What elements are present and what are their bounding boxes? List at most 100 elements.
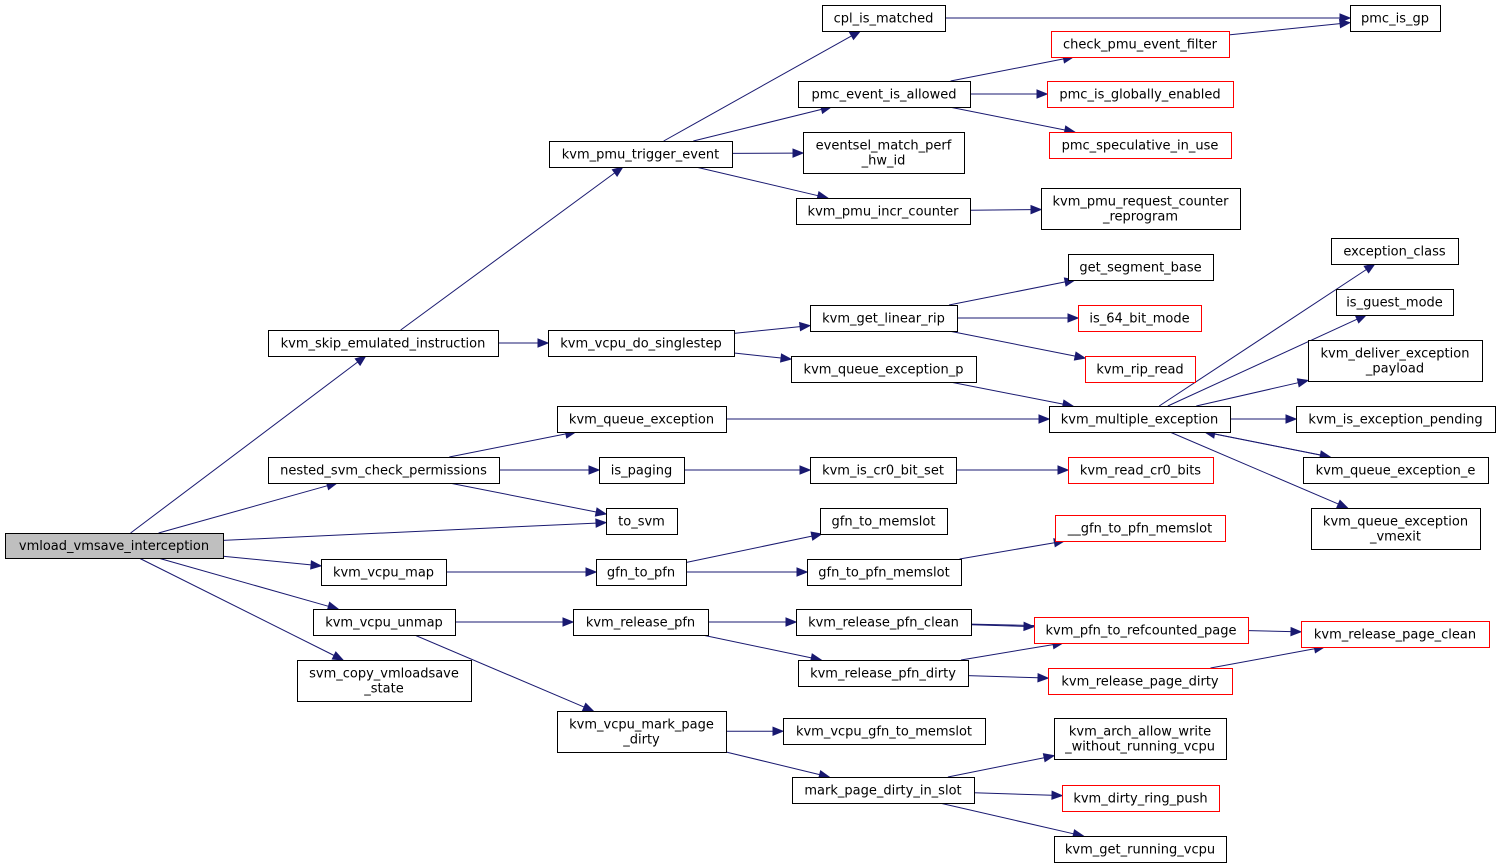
node-kvm-vcpu-mark-page-dirty[interactable]: kvm_vcpu_mark_page_dirty bbox=[557, 711, 727, 753]
node-svm-copy-vmloadsave-state[interactable]: svm_copy_vmloadsave_state bbox=[297, 660, 472, 702]
node-gfn-to-pfn-memslot[interactable]: gfn_to_pfn_memslot bbox=[807, 559, 962, 586]
node-vmload-vmsave-interception[interactable]: vmload_vmsave_interception bbox=[5, 533, 224, 559]
node-kvm-skip-emulated-instruction[interactable]: kvm_skip_emulated_instruction bbox=[268, 330, 499, 357]
node-box-kvm-rip-read bbox=[1085, 356, 1196, 383]
node-is-64-bit-mode[interactable]: is_64_bit_mode bbox=[1078, 305, 1202, 332]
node-box-mark-page-dirty-in-slot bbox=[792, 777, 975, 804]
node-exception-class[interactable]: exception_class bbox=[1331, 238, 1459, 265]
node-label-kvm-pmu-incr-counter: kvm_pmu_incr_counter bbox=[808, 205, 960, 220]
edge-nested-svm-check-permissions-to-kvm-queue-exception bbox=[449, 433, 566, 458]
node-box-kvm-queue-exception-e bbox=[1303, 457, 1489, 484]
node-gfn-to-pfn[interactable]: gfn_to_pfn bbox=[596, 559, 687, 586]
node-box-pmc-event-is-allowed bbox=[798, 81, 971, 108]
node-kvm-rip-read[interactable]: kvm_rip_read bbox=[1085, 356, 1196, 383]
edge-check-pmu-event-filter-to-pmc-is-gp bbox=[1228, 23, 1341, 36]
node-kvm-deliver-exception-payload[interactable]: kvm_deliver_exception_payload bbox=[1308, 340, 1483, 382]
arrowhead-is-guest-mode bbox=[1354, 314, 1368, 324]
node-kvm-read-cr0-bits[interactable]: kvm_read_cr0_bits bbox=[1068, 457, 1214, 484]
node-kvm-release-pfn[interactable]: kvm_release_pfn bbox=[573, 609, 709, 636]
node-label-kvm-dirty-ring-push: kvm_dirty_ring_push bbox=[1073, 792, 1207, 807]
arrowhead-kvm-vcpu-mark-page-dirty bbox=[581, 702, 595, 712]
node-kvm-get-running-vcpu[interactable]: kvm_get_running_vcpu bbox=[1054, 836, 1227, 863]
node-box-kvm-get-running-vcpu bbox=[1054, 836, 1227, 863]
node-kvm-pfn-to-refcounted-page[interactable]: kvm_pfn_to_refcounted_page bbox=[1034, 617, 1249, 644]
node-label-pmc-event-is-allowed: pmc_event_is_allowed bbox=[812, 88, 957, 103]
node-label-kvm-release-page-dirty: kvm_release_page_dirty bbox=[1061, 675, 1219, 690]
node-box-pmc-is-gp bbox=[1350, 5, 1441, 32]
node-get-segment-base[interactable]: get_segment_base bbox=[1068, 254, 1214, 281]
node-label-kvm-release-pfn-dirty: kvm_release_pfn_dirty bbox=[810, 667, 956, 682]
node-kvm-multiple-exception[interactable]: kvm_multiple_exception bbox=[1049, 406, 1231, 433]
node-label-kvm-vcpu-do-singlestep: kvm_vcpu_do_singlestep bbox=[560, 337, 722, 352]
node-label-eventsel-match-perf-hw-id-line-1: eventsel_match_perf bbox=[816, 139, 952, 154]
edge-pmc-event-is-allowed-to-check-pmu-event-filter bbox=[950, 58, 1064, 82]
node-kvm-vcpu-unmap[interactable]: kvm_vcpu_unmap bbox=[313, 609, 456, 636]
node-eventsel-match-perf-hw-id[interactable]: eventsel_match_perf_hw_id bbox=[803, 132, 965, 174]
node-is-paging[interactable]: is_paging bbox=[599, 457, 685, 484]
node-box-kvm-pfn-to-refcounted-page bbox=[1034, 617, 1249, 644]
node-kvm-vcpu-map[interactable]: kvm_vcpu_map bbox=[321, 559, 447, 586]
node-kvm-vcpu-do-singlestep[interactable]: kvm_vcpu_do_singlestep bbox=[548, 330, 735, 357]
arrowhead-kvm-is-exception-pending bbox=[1285, 414, 1298, 424]
node-kvm-is-cr0-bit-set[interactable]: kvm_is_cr0_bit_set bbox=[810, 457, 957, 484]
edge-kvm-pmu-trigger-event-to-kvm-pmu-incr-counter bbox=[695, 166, 819, 197]
node-kvm-dirty-ring-push[interactable]: kvm_dirty_ring_push bbox=[1062, 785, 1220, 812]
node-kvm-vcpu-gfn-to-memslot[interactable]: kvm_vcpu_gfn_to_memslot bbox=[783, 718, 986, 745]
node-gfn-to-memslot[interactable]: gfn_to_memslot bbox=[820, 508, 948, 535]
node-box-kvm-vcpu-gfn-to-memslot bbox=[783, 718, 986, 745]
edge-gfn-to-pfn-to-gfn-to-memslot bbox=[685, 535, 813, 563]
node-label-get-segment-base: get_segment_base bbox=[1079, 261, 1201, 276]
node-box-kvm-vcpu-mark-page-dirty bbox=[557, 711, 727, 753]
edge-kvm-release-pfn-clean-to-kvm-pfn-to-refcounted-page bbox=[970, 624, 1025, 627]
node-kvm-release-page-clean[interactable]: kvm_release_page_clean bbox=[1301, 621, 1490, 648]
node-check-pmu-event-filter[interactable]: check_pmu_event_filter bbox=[1051, 31, 1230, 58]
node-is-guest-mode[interactable]: is_guest_mode bbox=[1336, 289, 1454, 316]
node-kvm-pmu-incr-counter[interactable]: kvm_pmu_incr_counter bbox=[796, 198, 971, 225]
node-box-kvm-read-cr0-bits bbox=[1068, 457, 1214, 484]
arrowhead-svm-copy-vmloadsave-state bbox=[331, 651, 345, 661]
node-label-to-svm: to_svm bbox=[618, 515, 665, 530]
node-kvm-pmu-request-counter-reprogram[interactable]: kvm_pmu_request_counter_reprogram bbox=[1041, 188, 1241, 230]
node-label-kvm-queue-exception-vmexit-line-1: kvm_queue_exception bbox=[1323, 515, 1468, 530]
node-label-nested-svm-check-permissions: nested_svm_check_permissions bbox=[280, 464, 487, 479]
node-box-kvm-release-pfn-clean bbox=[796, 609, 972, 636]
node-box-kvm-queue-exception-vmexit bbox=[1311, 508, 1481, 550]
node-label-kvm-is-cr0-bit-set: kvm_is_cr0_bit_set bbox=[822, 464, 944, 479]
node-label-kvm-is-exception-pending: kvm_is_exception_pending bbox=[1308, 413, 1482, 428]
node-kvm-release-pfn-dirty[interactable]: kvm_release_pfn_dirty bbox=[798, 660, 969, 687]
node-label-kvm-pmu-request-counter-reprogram-line-2: _reprogram bbox=[1102, 210, 1178, 225]
node-label-kvm-pmu-request-counter-reprogram-line-1: kvm_pmu_request_counter bbox=[1053, 195, 1230, 210]
node-nested-svm-check-permissions[interactable]: nested_svm_check_permissions bbox=[268, 457, 500, 484]
arrowhead-kvm-release-page-clean bbox=[1290, 626, 1303, 637]
node-pmc-speculative-in-use[interactable]: pmc_speculative_in_use bbox=[1049, 132, 1232, 159]
arrowhead-kvm-release-page-dirty bbox=[1037, 673, 1050, 683]
edge-kvm-vcpu-mark-page-dirty-to-mark-page-dirty-in-slot bbox=[725, 751, 820, 776]
node-pmc-is-gp[interactable]: pmc_is_gp bbox=[1350, 5, 1441, 32]
node-box-is-paging bbox=[599, 457, 685, 484]
node-kvm-queue-exception[interactable]: kvm_queue_exception bbox=[557, 406, 727, 433]
node-kvm-get-linear-rip[interactable]: kvm_get_linear_rip bbox=[810, 305, 958, 332]
node-kvm-queue-exception-e[interactable]: kvm_queue_exception_e bbox=[1303, 457, 1489, 484]
node-to-svm[interactable]: to_svm bbox=[606, 508, 678, 535]
node-label-is-guest-mode: is_guest_mode bbox=[1346, 296, 1443, 311]
node-kvm-queue-exception-vmexit[interactable]: kvm_queue_exception_vmexit bbox=[1311, 508, 1481, 550]
arrowhead-kvm-vcpu-map bbox=[310, 560, 323, 570]
node-kvm-release-pfn-clean[interactable]: kvm_release_pfn_clean bbox=[796, 609, 972, 636]
node-box-gfn-to-pfn-memslot bbox=[807, 559, 962, 586]
edge-kvm-release-pfn-dirty-to-kvm-pfn-to-refcounted-page bbox=[960, 644, 1054, 661]
node-kvm-pmu-trigger-event[interactable]: kvm_pmu_trigger_event bbox=[549, 141, 733, 168]
node-kvm-arch-allow-write-without-running-vcpu[interactable]: kvm_arch_allow_write_without_running_vcp… bbox=[1054, 718, 1227, 760]
node-box-kvm-pmu-request-counter-reprogram bbox=[1041, 188, 1241, 230]
node-box-kvm-arch-allow-write-without-running-vcpu bbox=[1054, 718, 1227, 760]
node-label-kvm-arch-allow-write-without-running-vcpu-line-1: kvm_arch_allow_write bbox=[1069, 725, 1211, 740]
node-label-gfn-to-memslot: gfn_to_memslot bbox=[832, 515, 936, 530]
node-mark-page-dirty-in-slot[interactable]: mark_page_dirty_in_slot bbox=[792, 777, 975, 804]
edge-kvm-get-linear-rip-to-get-segment-base bbox=[948, 281, 1066, 306]
node-kvm-is-exception-pending[interactable]: kvm_is_exception_pending bbox=[1296, 406, 1496, 433]
node-kvm-queue-exception-p[interactable]: kvm_queue_exception_p bbox=[791, 356, 977, 383]
node-kvm-release-page-dirty[interactable]: kvm_release_page_dirty bbox=[1048, 668, 1233, 695]
node-gfn-to-pfn-memslot[interactable]: __gfn_to_pfn_memslot bbox=[1055, 515, 1226, 542]
node-pmc-event-is-allowed[interactable]: pmc_event_is_allowed bbox=[798, 81, 971, 108]
node-cpl-is-matched[interactable]: cpl_is_matched bbox=[822, 5, 946, 32]
node-pmc-is-globally-enabled[interactable]: pmc_is_globally_enabled bbox=[1047, 81, 1234, 108]
